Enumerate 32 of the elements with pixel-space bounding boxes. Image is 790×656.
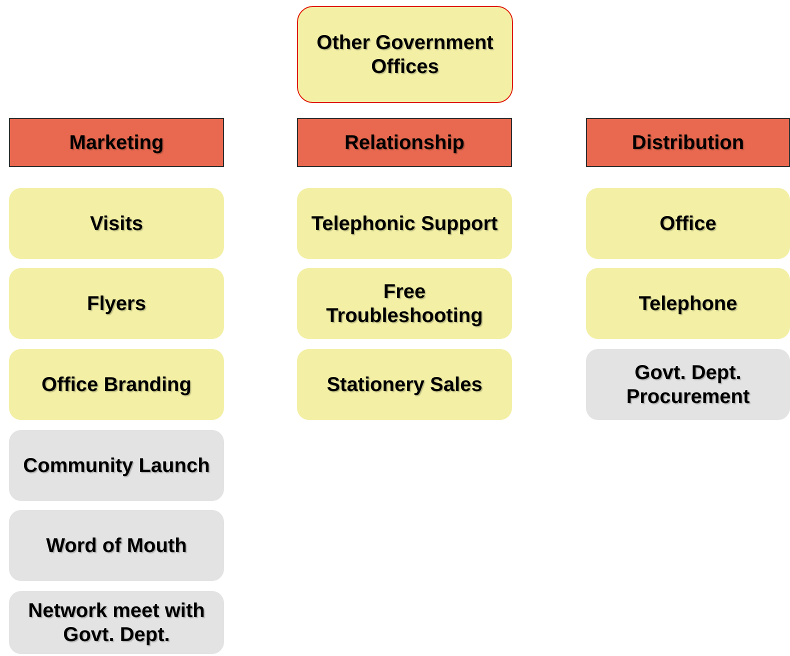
item-box	[9, 591, 224, 654]
item-box	[9, 268, 224, 339]
box-label: Relationship	[344, 130, 464, 154]
box-label: Visits	[90, 212, 143, 236]
box-label: Office Branding	[41, 372, 192, 396]
item-box	[9, 510, 224, 581]
box-label: Govt. Dept. Procurement	[625, 360, 751, 408]
header-box	[297, 118, 512, 167]
box-label: Free Troubleshooting	[325, 280, 484, 328]
box-label: Other Government Offices	[316, 30, 494, 78]
box-label: Flyers	[87, 292, 146, 316]
item-box	[586, 268, 790, 339]
item-box	[297, 268, 512, 339]
item-box	[586, 188, 790, 259]
box-label: Network meet with Govt. Dept.	[27, 598, 206, 646]
box-label: Marketing	[69, 130, 164, 154]
item-box	[586, 349, 790, 420]
header-box	[586, 118, 790, 167]
item-box	[9, 349, 224, 420]
item-box	[9, 188, 224, 259]
item-box	[297, 188, 512, 259]
box-label: Office	[660, 212, 716, 236]
box-label: Community Launch	[23, 454, 210, 478]
item-box	[297, 349, 512, 420]
box-label: Word of Mouth	[46, 534, 187, 558]
box-label: Distribution	[632, 130, 744, 154]
item-box	[9, 430, 224, 501]
box-label: Telephone	[638, 292, 738, 316]
rounded-box	[297, 6, 513, 103]
box-label: Stationery Sales	[326, 372, 482, 396]
header-box	[9, 118, 224, 167]
box-label: Telephonic Support	[311, 212, 498, 236]
